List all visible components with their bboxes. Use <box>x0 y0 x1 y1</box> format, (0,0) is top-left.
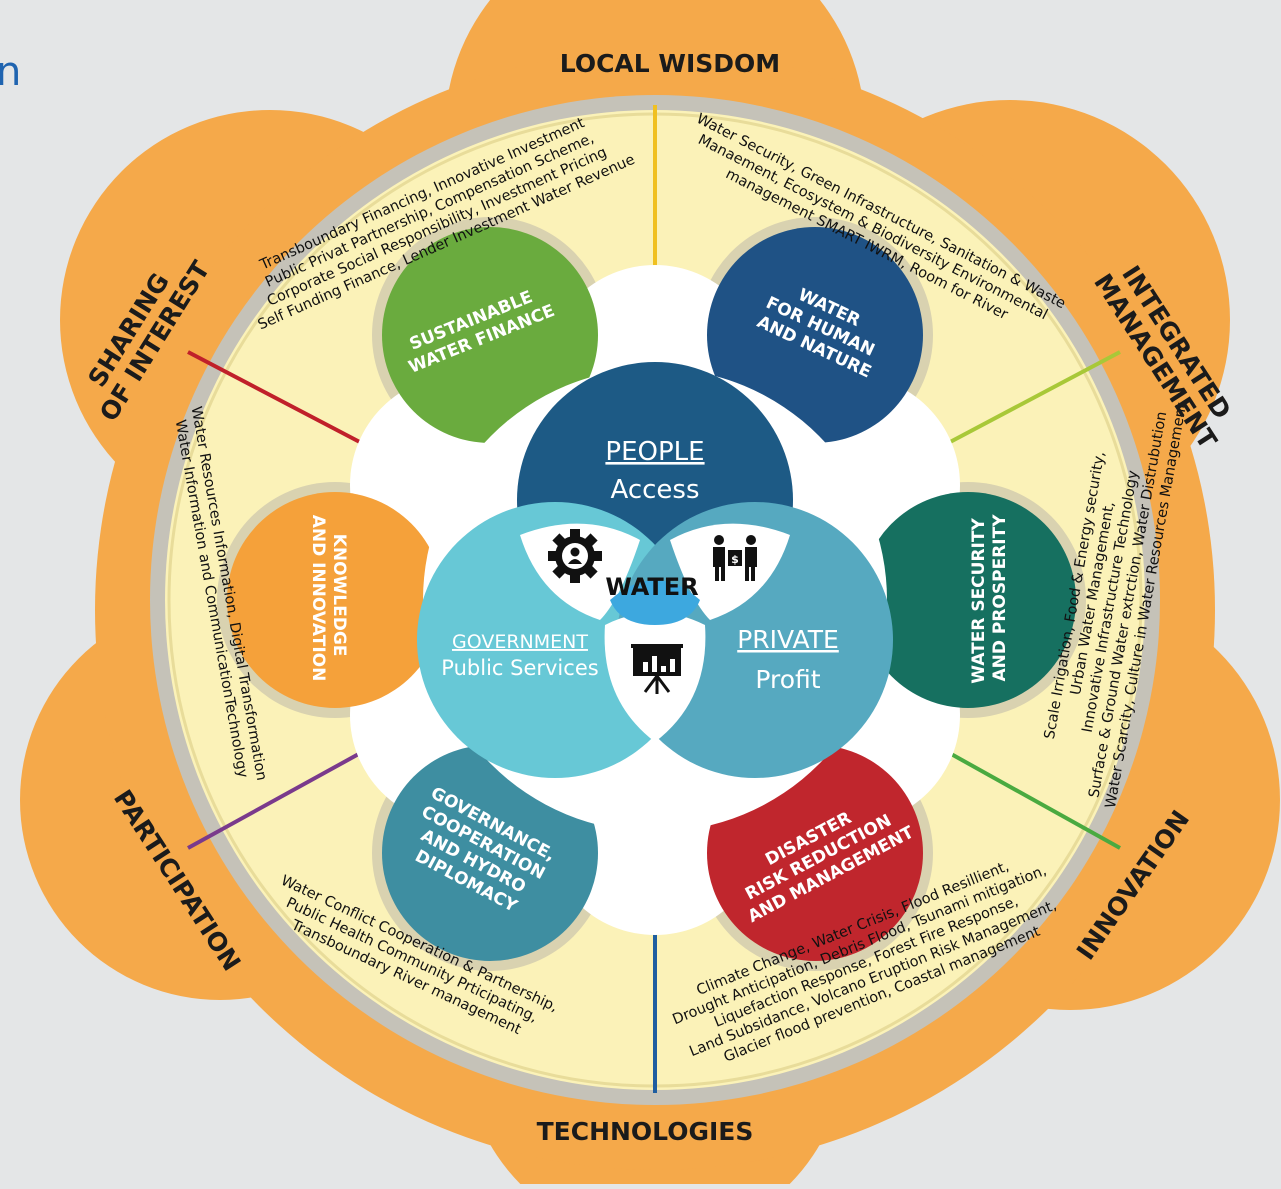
petal-finance <box>382 227 598 443</box>
government-sub: Public Services <box>441 656 598 680</box>
people-title: PEOPLE <box>605 437 704 467</box>
divider-upper-right <box>934 350 1121 452</box>
petal-label-knowledge: KNOWLEDGE AND INNOVATION <box>308 515 349 682</box>
divider-lower-right <box>934 743 1121 850</box>
gear-person-icon <box>548 529 602 583</box>
outer-label-technologies: TECHNOLOGIES <box>537 1117 754 1146</box>
private-sub: Profit <box>755 665 820 694</box>
divider-lower-left <box>187 743 376 850</box>
private-title: PRIVATE <box>737 625 839 654</box>
corner-text-fragment: n <box>0 49 22 95</box>
outer-label-local-wisdom: LOCAL WISDOM <box>560 49 780 78</box>
venn-center-water <box>610 580 700 625</box>
handshake-money-icon: $ <box>713 535 757 581</box>
government-title: GOVERNMENT <box>452 631 588 653</box>
petal-knowledge <box>227 492 443 708</box>
svg-text:$: $ <box>731 553 739 566</box>
petal-security <box>860 492 1076 708</box>
divider-upper-left <box>187 350 376 452</box>
venn-overlap-people-private <box>670 523 790 620</box>
petal-label-security: WATER SECURITY AND PROSPERITY <box>969 512 1010 683</box>
people-sub: Access <box>610 475 699 505</box>
presentation-chart-icon <box>631 644 683 694</box>
water-label: WATER <box>605 573 698 601</box>
petal-human-nature <box>707 227 923 443</box>
